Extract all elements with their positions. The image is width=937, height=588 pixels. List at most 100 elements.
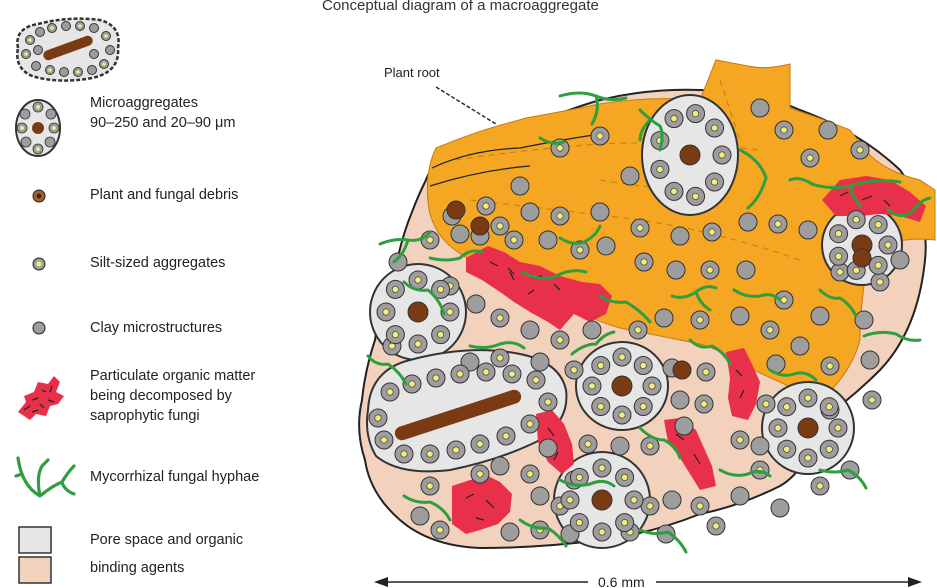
silt-aggregate-core: [621, 519, 627, 525]
clay-microstructure: [491, 457, 509, 475]
clay-microstructure: [799, 221, 817, 239]
silt-aggregate-core: [509, 371, 515, 377]
silt-aggregate-core: [576, 474, 582, 480]
silt-aggregate-core: [826, 446, 832, 452]
clay-microstructure: [539, 439, 557, 457]
clay-microstructure: [611, 437, 629, 455]
plant-root-pointer: [436, 87, 496, 124]
clay-microstructure: [501, 523, 519, 541]
silt-aggregate-core: [692, 110, 698, 116]
silt-aggregate-core: [703, 369, 709, 375]
silt-aggregate-core: [497, 355, 503, 361]
silt-aggregate-core: [719, 152, 725, 158]
silt-aggregate-core: [767, 327, 773, 333]
silt-aggregate-core: [557, 337, 563, 343]
silt-aggregate-core: [381, 437, 387, 443]
silt-aggregate-core: [817, 483, 823, 489]
silt-aggregate-core: [483, 203, 489, 209]
silt-aggregate-core: [875, 262, 881, 268]
plant-root-label: Plant root: [384, 65, 440, 80]
silt-aggregate-core: [775, 221, 781, 227]
silt-aggregate-core: [457, 371, 463, 377]
silt-aggregate-core: [511, 237, 517, 243]
plant-debris-particle: [612, 376, 632, 396]
silt-aggregate-core: [557, 213, 563, 219]
silt-aggregate-core: [709, 229, 715, 235]
silt-aggregate-core: [640, 362, 646, 368]
clay-microstructure: [811, 307, 829, 325]
silt-aggregate-core: [576, 519, 582, 525]
clay-microstructure: [791, 337, 809, 355]
silt-aggregate-core: [805, 455, 811, 461]
silt-aggregate-core: [427, 451, 433, 457]
silt-aggregate-core: [837, 269, 843, 275]
silt-aggregate-core: [383, 309, 389, 315]
silt-aggregate-core: [877, 279, 883, 285]
silt-aggregate-core: [835, 425, 841, 431]
silt-aggregate-core: [853, 267, 859, 273]
silt-aggregate-core: [567, 497, 573, 503]
silt-aggregate-core: [497, 315, 503, 321]
clay-microstructure: [521, 321, 539, 339]
silt-aggregate-core: [477, 441, 483, 447]
clay-microstructure: [739, 213, 757, 231]
silt-aggregate-core: [571, 367, 577, 373]
silt-aggregate-core: [392, 286, 398, 292]
silt-aggregate-core: [598, 403, 604, 409]
clay-microstructure: [751, 99, 769, 117]
silt-aggregate-core: [711, 179, 717, 185]
silt-aggregate-core: [737, 437, 743, 443]
silt-aggregate-core: [585, 441, 591, 447]
silt-aggregate-core: [401, 451, 407, 457]
silt-aggregate-core: [533, 377, 539, 383]
scale-bar-label: 0.6 mm: [598, 574, 645, 588]
clay-microstructure: [531, 353, 549, 371]
clay-microstructure: [597, 237, 615, 255]
silt-aggregate-core: [437, 286, 443, 292]
clay-microstructure: [855, 311, 873, 329]
silt-aggregate-core: [807, 155, 813, 161]
clay-microstructure: [861, 351, 879, 369]
clay-microstructure: [819, 121, 837, 139]
silt-aggregate-core: [433, 375, 439, 381]
clay-microstructure: [751, 437, 769, 455]
clay-microstructure: [655, 309, 673, 327]
silt-aggregate-core: [671, 188, 677, 194]
silt-aggregate-core: [619, 354, 625, 360]
clay-microstructure: [667, 261, 685, 279]
clay-microstructure: [731, 487, 749, 505]
silt-aggregate-core: [557, 145, 563, 151]
silt-aggregate-core: [763, 401, 769, 407]
silt-aggregate-core: [599, 465, 605, 471]
silt-aggregate-core: [640, 403, 646, 409]
clay-microstructure: [671, 227, 689, 245]
silt-aggregate-core: [857, 147, 863, 153]
silt-aggregate-core: [447, 309, 453, 315]
clay-microstructure: [451, 225, 469, 243]
silt-aggregate-core: [598, 362, 604, 368]
silt-aggregate-core: [835, 253, 841, 259]
silt-aggregate-core: [409, 381, 415, 387]
silt-aggregate-core: [784, 404, 790, 410]
silt-aggregate-core: [415, 341, 421, 347]
plant-debris-particle: [853, 249, 871, 267]
silt-aggregate-core: [631, 497, 637, 503]
clay-microstructure: [891, 251, 909, 269]
silt-aggregate-core: [637, 225, 643, 231]
silt-aggregate-core: [835, 231, 841, 237]
silt-aggregate-core: [707, 267, 713, 273]
silt-aggregate-core: [875, 221, 881, 227]
silt-aggregate-core: [649, 383, 655, 389]
clay-microstructure: [737, 261, 755, 279]
clay-microstructure: [521, 203, 539, 221]
silt-aggregate-core: [713, 523, 719, 529]
silt-aggregate-core: [503, 433, 509, 439]
clay-microstructure: [511, 177, 529, 195]
silt-aggregate-core: [711, 125, 717, 131]
silt-aggregate-core: [657, 166, 663, 172]
clay-microstructure: [411, 507, 429, 525]
silt-aggregate-core: [497, 223, 503, 229]
clay-microstructure: [731, 307, 749, 325]
plant-debris-particle: [680, 145, 700, 165]
silt-aggregate-core: [869, 397, 875, 403]
